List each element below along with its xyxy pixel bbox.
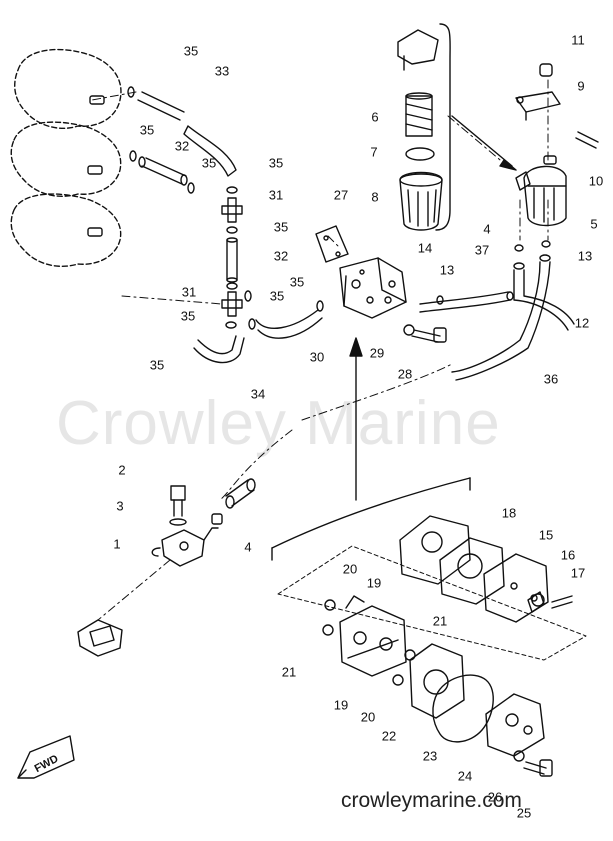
gasket-18: [399, 515, 471, 585]
callout-part-19: 19: [366, 575, 382, 591]
callout-part-32: 32: [273, 248, 289, 264]
diaphragm-23: [432, 674, 494, 743]
filter-assembly-6-7-8: [397, 23, 451, 231]
callout-part-35: 35: [149, 357, 165, 373]
callout-part-14: 14: [417, 240, 433, 256]
callout-part-19: 19: [333, 697, 349, 713]
hose-clips: [127, 86, 324, 330]
callout-part-8: 8: [371, 189, 379, 205]
callout-part-27: 27: [333, 187, 349, 203]
callout-part-23: 23: [422, 748, 438, 764]
callout-part-16: 16: [560, 547, 576, 563]
tee-joint-31-lower: [221, 291, 243, 317]
callout-part-37: 37: [474, 242, 490, 258]
callout-part-35: 35: [180, 308, 196, 324]
callout-part-28: 28: [397, 366, 413, 382]
diaphragm-plate: [439, 537, 505, 605]
cover-15: [483, 553, 549, 623]
check-valves-20-21: [322, 599, 416, 686]
fwd-arrow: [17, 735, 75, 779]
callout-part-31: 31: [181, 284, 197, 300]
callout-part-36: 36: [543, 371, 559, 387]
gasket-22: [409, 643, 465, 719]
callout-part-17: 17: [570, 565, 586, 581]
assembly-box: [277, 545, 587, 661]
callout-part-34: 34: [250, 386, 266, 402]
callout-part-35: 35: [183, 43, 199, 59]
callout-part-21: 21: [432, 613, 448, 629]
bracket-9: [515, 63, 599, 149]
watermark-text: Crowley Marine: [56, 389, 501, 458]
callout-part-3: 3: [116, 498, 124, 514]
gasket-27: [315, 225, 349, 263]
callout-part-4: 4: [483, 221, 491, 237]
callout-part-10: 10: [588, 173, 604, 189]
fuel-hoses-12-36-37: [419, 254, 575, 381]
callout-part-6: 6: [371, 109, 379, 125]
callout-part-33: 33: [214, 63, 230, 79]
hose-32-vertical: [226, 237, 238, 283]
callout-part-7: 7: [370, 144, 378, 160]
fuel-connector: [77, 619, 123, 657]
callout-part-25: 25: [516, 805, 532, 821]
cover-24: [485, 693, 545, 757]
callout-part-13: 13: [439, 262, 455, 278]
callout-part-22: 22: [381, 728, 397, 744]
callout-part-11: 11: [571, 32, 585, 48]
callout-part-30: 30: [309, 349, 325, 365]
callout-part-20: 20: [360, 709, 376, 725]
callout-part-31: 31: [268, 187, 284, 203]
spring-16: [527, 591, 545, 613]
callout-part-35: 35: [268, 155, 284, 171]
callout-part-21: 21: [281, 664, 297, 680]
fuel-filter-5: [514, 155, 567, 252]
callout-part-26: 26: [487, 789, 503, 805]
tee-joint-31-upper: [221, 197, 243, 223]
callout-part-15: 15: [538, 527, 554, 543]
fuel-joint-1: [151, 478, 256, 567]
callout-part-24: 24: [457, 768, 473, 784]
fuel-pump-14: [339, 257, 407, 319]
exploded-bracket: [271, 477, 471, 561]
screw-25-washer-26: [513, 750, 553, 777]
callout-part-35: 35: [139, 122, 155, 138]
callout-part-5: 5: [590, 216, 598, 232]
website-text: crowleymarine.com: [341, 789, 522, 812]
callout-part-18: 18: [501, 505, 517, 521]
callout-part-35: 35: [269, 288, 285, 304]
callout-part-1: 1: [113, 536, 121, 552]
hose-33: [137, 91, 237, 177]
callout-part-20: 20: [342, 561, 358, 577]
bolt-28: [403, 324, 447, 343]
callout-part-35: 35: [273, 219, 289, 235]
callout-part-9: 9: [577, 78, 585, 94]
carburetor-outlines: [10, 48, 122, 268]
leader-lines: [91, 79, 549, 621]
hose-32-short: [138, 156, 188, 186]
arrows: [349, 115, 517, 501]
hose-30: [255, 309, 323, 339]
callout-part-29: 29: [369, 345, 385, 361]
callout-part-2: 2: [118, 462, 126, 478]
callout-part-35: 35: [289, 274, 305, 290]
callout-part-32: 32: [174, 138, 190, 154]
screw-17: [551, 595, 573, 609]
callout-part-12: 12: [574, 315, 590, 331]
callout-part-13: 13: [577, 248, 593, 264]
pump-body-19: [339, 595, 407, 677]
callout-part-35: 35: [201, 155, 217, 171]
carburetor-nozzles: [87, 95, 105, 237]
hose-34: [193, 335, 245, 364]
callout-part-4: 4: [244, 539, 252, 555]
